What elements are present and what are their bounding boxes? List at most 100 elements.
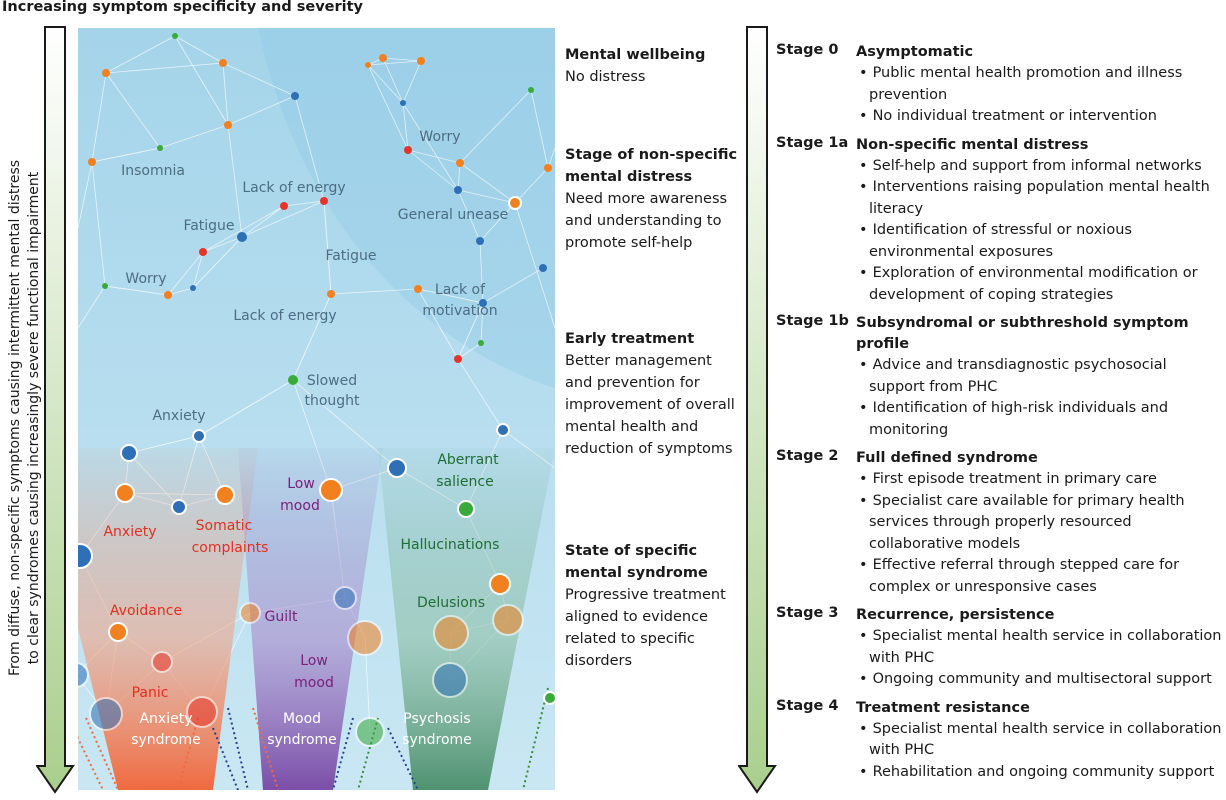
symptom-node [319,478,343,502]
network-edge [514,202,555,329]
symptom-label: Guilt [265,609,299,625]
symptom-label: mood [294,675,334,691]
symptom-node [333,586,357,610]
network-edge [241,200,325,238]
stage-title: Non-specific mental distress [856,136,1089,153]
stage-desc-heading: State of specific [565,543,698,559]
symptom-node [120,444,138,462]
stage-bullet: Specialist care available for primary he… [856,491,1222,556]
symptom-node [88,158,96,166]
symptom-node [456,159,464,167]
network-edge [323,200,332,295]
network-edge [530,89,549,169]
symptom-node [479,299,487,307]
network-edge [167,251,204,296]
network-edge [457,358,504,431]
symptom-label: Insomnia [121,163,185,179]
network-edge [457,342,482,360]
symptom-label: thought [304,393,360,409]
network-edge [330,288,419,295]
network-edge [91,72,107,163]
network-edge [78,161,93,229]
stage-bullet: Public mental health promotion and illne… [856,63,1222,106]
symptom-node [171,499,187,515]
symptom-label: Fatigue [325,248,376,264]
symptom-label: Lack of [435,282,486,298]
symptom-label: Lack of energy [242,180,345,196]
network-edge [192,251,204,289]
symptom-node [365,62,371,68]
symptom-label: mood [280,498,320,514]
stage-desc-1: Stage of non-specific mental distress Ne… [565,144,745,254]
network-edge [479,202,516,242]
stage-bullet: Effective referral through stepped care … [856,555,1222,598]
stage-desc-heading: mental syndrome [565,565,708,581]
stage-bullet: Specialist mental health service in coll… [856,719,1222,762]
symptom-node [454,186,462,194]
top-title: Increasing symptom specificity and sever… [2,0,363,15]
symptom-label: salience [436,474,493,490]
symptom-node [454,355,462,363]
symptom-node [89,697,123,731]
stage-bullet: Exploration of environmental modificatio… [856,263,1222,306]
stage-bullet: Self-help and support from informal netw… [856,156,1222,178]
symptom-label: Anxiety [103,524,156,540]
symptom-label: Fatigue [183,218,234,234]
stage-desc-text: Progressive treatment [565,587,726,603]
stage-desc-text: No distress [565,69,646,85]
network-edge [167,287,194,296]
symptom-node [288,375,298,385]
stage-label: Stage 1a [776,134,849,151]
stage-bullet: First episode treatment in primary care [856,469,1222,491]
syndrome-label: syndrome [267,732,337,748]
symptom-node [237,232,247,242]
network-edge [104,285,169,296]
network-edge [292,293,332,381]
symptom-label: Low [287,476,315,492]
symptom-node [508,196,522,210]
stage-desc-text: disorders [565,653,633,669]
network-edge [202,236,243,253]
network-edge [91,147,161,163]
symptom-node [478,340,484,346]
right-down-arrow [738,26,777,794]
stage-label: Stage 4 [776,697,839,714]
symptom-label: General unease [398,207,508,223]
network-edge [367,64,404,104]
symptom-node [496,423,510,437]
symptom-node [239,602,261,624]
stage-label: Stage 2 [776,448,839,464]
symptom-label: Worry [419,129,460,145]
network-edge [91,161,106,287]
network-edge [457,302,484,360]
syndrome-label: syndrome [402,732,472,748]
network-edge [222,62,229,126]
symptom-node [414,285,422,293]
symptom-node [387,458,407,478]
vertical-label-line1: From diffuse, non-specific symptoms caus… [7,159,23,677]
stage-desc-text: mental health and [565,419,699,435]
symptom-node [108,622,128,642]
symptom-node [457,500,475,518]
network-edge [227,124,243,238]
stage-desc-2: Early treatment Better management and pr… [565,328,745,460]
symptom-label: Aberrant [437,452,499,468]
symptom-node [280,202,288,210]
network-edge [480,302,484,344]
stage-title: Treatment resistance [856,699,1030,716]
stage-bullet: Identification of high-risk individuals … [856,398,1222,441]
network-edge [402,102,409,151]
symptom-node [347,620,383,656]
network-edge [402,102,459,191]
network-edge [407,149,461,164]
symptom-node [400,100,406,106]
stage-desc-heading: Mental wellbeing [565,47,706,63]
stage-desc-text: related to specific [565,631,695,647]
symptom-label: Panic [132,685,169,701]
stage-2: Stage 2 Full defined syndrome First epis… [776,448,1222,598]
symptom-node [492,604,524,636]
network-edge [105,72,161,149]
symptom-node [78,543,93,569]
symptom-node [476,237,484,245]
